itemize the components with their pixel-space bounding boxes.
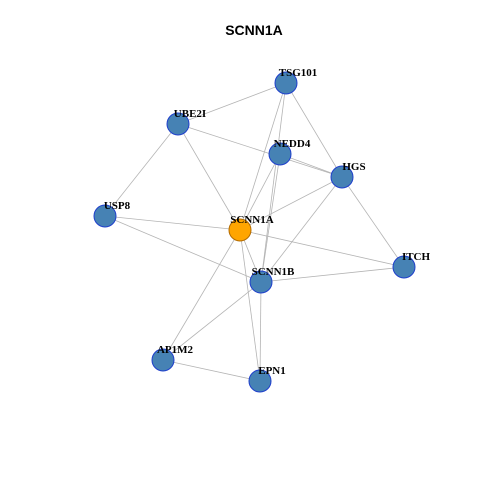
node-label-ube2i: UBE2I <box>174 108 206 120</box>
node-label-ap1m2: AP1M2 <box>157 344 194 356</box>
edge-ube2i-scnn1a <box>177 123 241 231</box>
edge-scnn1a-itch <box>239 229 405 268</box>
edge-scnn1b-ap1m2 <box>162 281 262 361</box>
edge-nedd4-scnn1a <box>239 153 281 231</box>
node-itch: ITCH <box>392 251 431 279</box>
node-label-usp8: USP8 <box>104 200 131 212</box>
node-scnn1a: SCNN1A <box>228 214 274 242</box>
node-scnn1b: SCNN1B <box>249 266 295 294</box>
node-circle-epn1 <box>248 369 272 393</box>
edge-tsg101-ube2i <box>177 82 287 125</box>
edge-nedd4-scnn1b <box>260 153 281 283</box>
node-circle-nedd4 <box>268 142 292 166</box>
node-circle-ube2i <box>166 112 190 136</box>
edge-hgs-scnn1a <box>239 176 343 231</box>
node-epn1: EPN1 <box>248 365 286 393</box>
node-circle-hgs <box>330 165 354 189</box>
edge-usp8-scnn1b <box>104 215 262 283</box>
edge-hgs-itch <box>341 176 405 268</box>
node-circle-scnn1b <box>249 270 273 294</box>
node-hgs: HGS <box>330 161 366 189</box>
edge-ube2i-hgs <box>177 123 343 178</box>
edge-scnn1b-epn1 <box>259 281 262 382</box>
edge-scnn1a-ap1m2 <box>162 229 241 361</box>
node-nedd4: NEDD4 <box>268 138 311 166</box>
node-circle-itch <box>392 255 416 279</box>
node-ap1m2: AP1M2 <box>151 344 194 372</box>
edge-ube2i-usp8 <box>104 123 179 217</box>
node-label-epn1: EPN1 <box>258 365 286 377</box>
node-circle-usp8 <box>93 204 117 228</box>
node-label-hgs: HGS <box>342 161 365 173</box>
edge-hgs-scnn1b <box>260 176 343 283</box>
node-label-scnn1a: SCNN1A <box>230 214 273 226</box>
node-ube2i: UBE2I <box>166 108 206 136</box>
node-tsg101: TSG101 <box>274 67 318 95</box>
node-usp8: USP8 <box>93 200 131 228</box>
node-circle-tsg101 <box>274 71 298 95</box>
edge-usp8-scnn1a <box>104 215 241 231</box>
node-label-nedd4: NEDD4 <box>274 138 311 150</box>
edge-layer <box>104 82 405 382</box>
edge-tsg101-hgs <box>285 82 343 178</box>
edge-scnn1a-epn1 <box>239 229 261 382</box>
node-label-itch: ITCH <box>402 251 431 263</box>
edge-scnn1b-itch <box>260 266 405 283</box>
node-label-scnn1b: SCNN1B <box>252 266 295 278</box>
edge-ap1m2-epn1 <box>162 359 261 382</box>
edge-tsg101-scnn1b <box>260 82 287 283</box>
diagram-title: SCNN1A <box>225 22 283 38</box>
node-circle-ap1m2 <box>151 348 175 372</box>
edge-tsg101-scnn1a <box>239 82 287 231</box>
node-circle-scnn1a <box>228 218 252 242</box>
node-label-tsg101: TSG101 <box>279 67 318 79</box>
